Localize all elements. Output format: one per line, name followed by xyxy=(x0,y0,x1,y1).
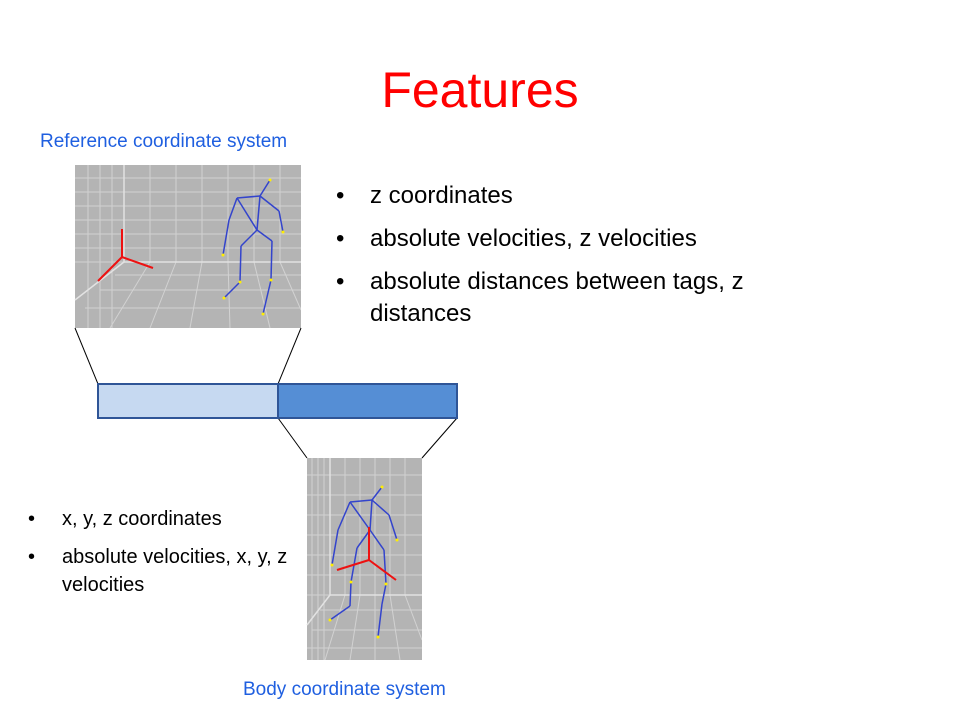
body-caption: Body coordinate system xyxy=(243,679,446,700)
list-item: x, y, z coordinates xyxy=(22,505,312,533)
reference-panel xyxy=(74,165,301,328)
skeleton-figure-icon xyxy=(222,179,284,315)
reference-feature-list: z coordinates absolute velocities, z vel… xyxy=(330,180,850,341)
list-item: absolute distances between tags, z dista… xyxy=(330,266,840,330)
list-item: absolute velocities, z velocities xyxy=(330,223,850,255)
reference-segment xyxy=(97,383,279,419)
list-item: z coordinates xyxy=(330,180,850,212)
page-title: Features xyxy=(381,62,579,118)
body-panel xyxy=(306,458,422,660)
body-segment xyxy=(277,383,458,419)
reference-caption: Reference coordinate system xyxy=(40,131,288,152)
connector-lines xyxy=(74,327,458,459)
list-item: absolute velocities, x, y, z velocities xyxy=(22,543,302,599)
body-feature-list: x, y, z coordinates absolute velocities,… xyxy=(22,505,312,609)
skeleton-figure-icon xyxy=(329,486,398,638)
coordinate-axes-icon xyxy=(336,527,397,581)
coordinate-axes-icon xyxy=(97,229,154,282)
feature-vector xyxy=(97,383,458,419)
